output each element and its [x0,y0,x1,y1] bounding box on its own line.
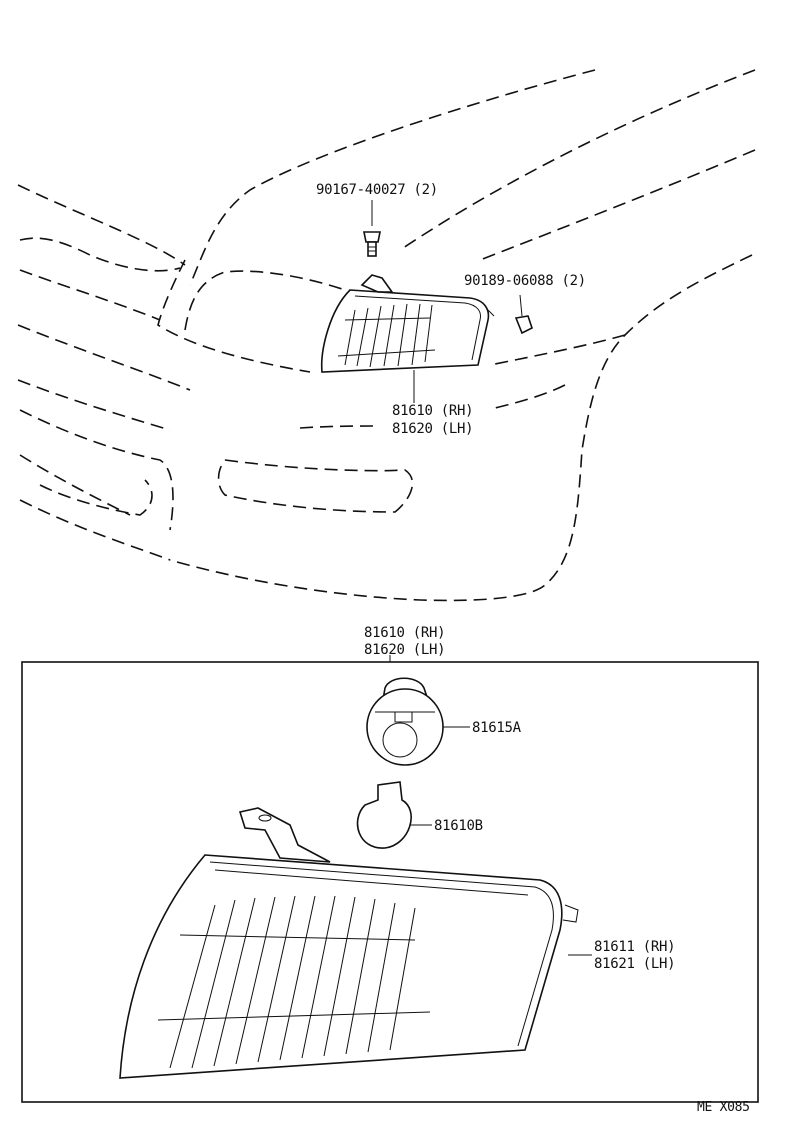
screw-icon [363,200,381,257]
clip-nut-icon [514,294,533,335]
car-body-outline [17,69,756,602]
screw-part-label: 90167-40027 (2) [316,182,438,198]
assembly-lh-label: 81620 (LH) [364,642,446,658]
socket-part-label: 81615A [472,720,521,736]
lens-rh-label: 81611 (RH) [594,939,676,955]
nut-part-label: 90189-06088 (2) [464,273,586,289]
figure-code: ME X085 [697,1100,750,1115]
assembly-rh-label: 81610 (RH) [364,625,446,641]
bulb-icon [356,781,432,849]
lens-lh-label: 81621 (LH) [594,956,676,972]
lens-icon [119,807,592,1079]
bulb-part-label: 81610B [434,818,483,834]
lamp-upper-lh-label: 81620 (LH) [392,421,474,437]
socket-icon [366,677,470,766]
lamp-upper-rh-label: 81610 (RH) [392,403,474,419]
corner-lamp-upper [320,274,495,373]
